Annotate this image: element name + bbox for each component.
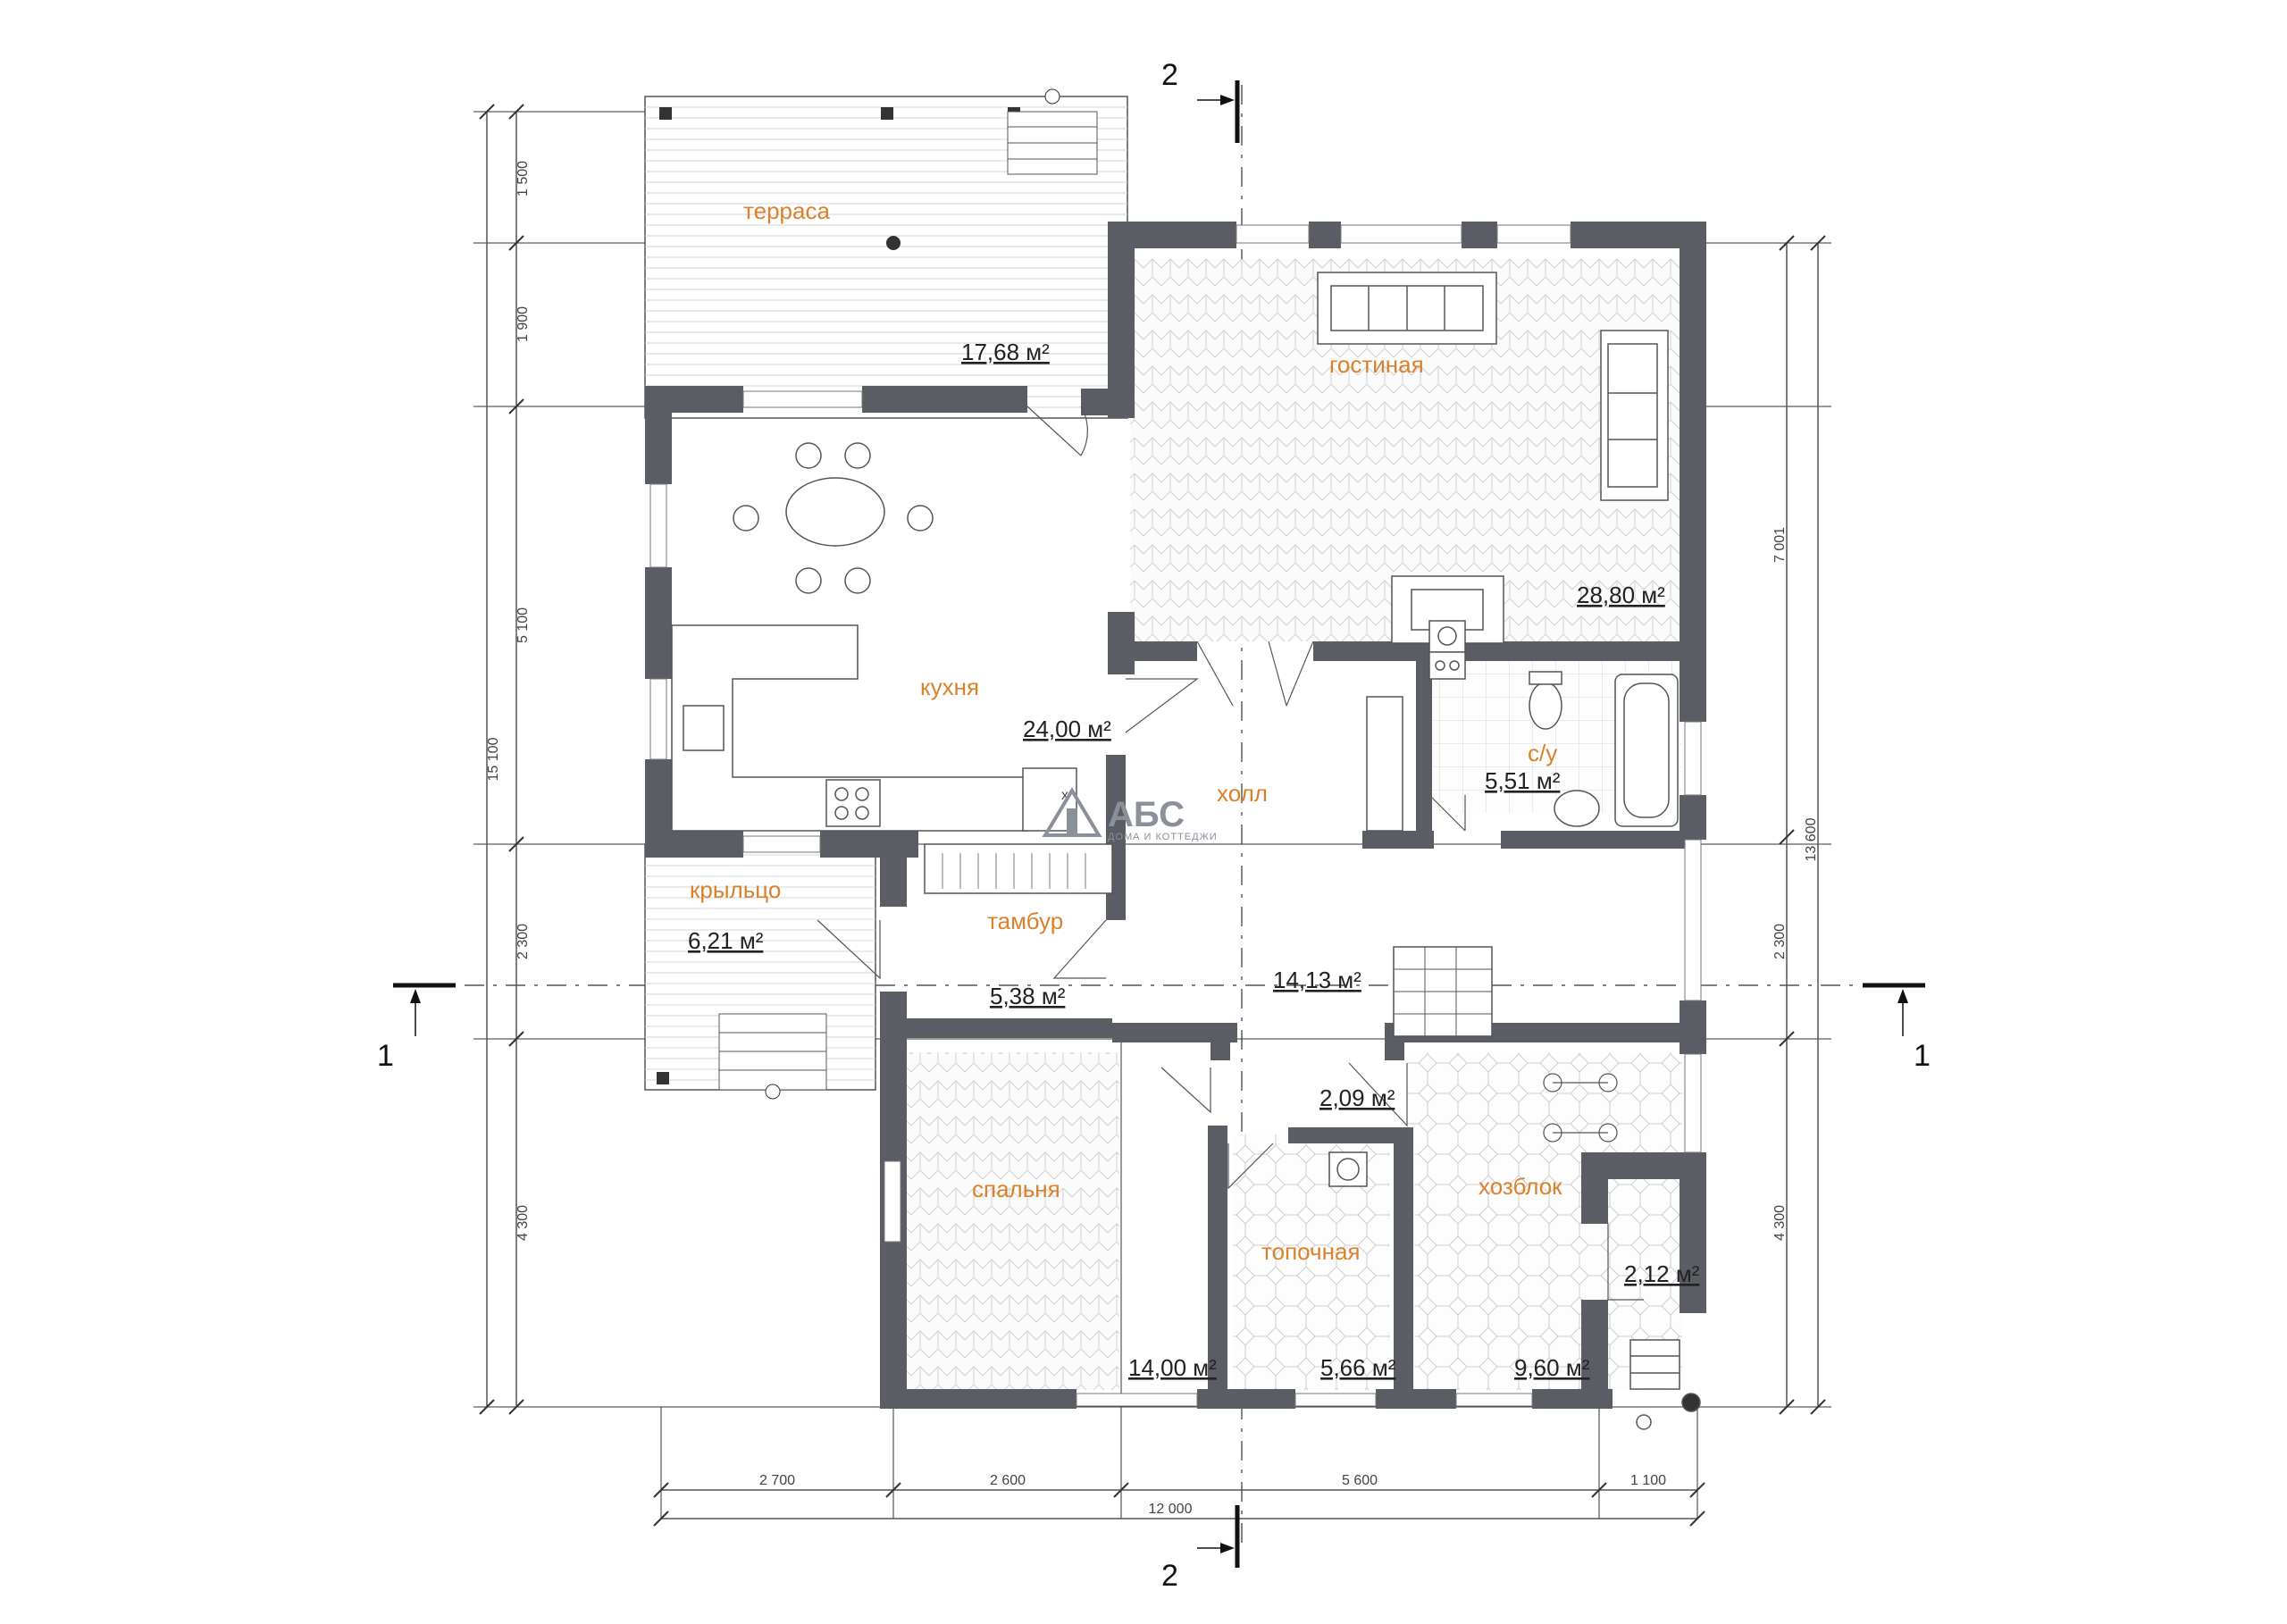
kitchen-x-marker: x (1061, 788, 1068, 803)
dim-left-3: 5 100 (515, 607, 531, 643)
company-logo: АБС ДОМА И КОТТЕДЖИ (1042, 787, 1218, 842)
kitchen-counter (671, 624, 1028, 832)
dim-right-3: 4 300 (1772, 1205, 1788, 1241)
dim-bottom-3: 5 600 (1342, 1473, 1378, 1488)
hall-name: холл (1217, 780, 1268, 807)
utility-area: 9,60 м² (1514, 1354, 1590, 1381)
dim-left-total: 15 100 (486, 737, 501, 781)
utility-name: хозблок (1479, 1173, 1562, 1200)
bathtub (1614, 674, 1679, 827)
bathroom-name: с/у (1528, 740, 1557, 766)
dim-bottom-total: 12 000 (1149, 1502, 1193, 1517)
living-name: гостиная (1329, 351, 1424, 378)
bedroom-name: спальня (972, 1176, 1060, 1202)
dim-right-1: 7 001 (1772, 527, 1788, 563)
vestibule-name: тамбур (987, 908, 1063, 934)
bathroom-area: 5,51 м² (1485, 767, 1561, 794)
dim-left-2: 1 900 (515, 306, 531, 342)
dim-left-4: 2 300 (515, 924, 531, 959)
room-labels: гостиная 28,80 м² кухня 24,00 м² с/у 5,5… (920, 351, 1700, 1381)
kitchen-name: кухня (920, 674, 979, 700)
walls (645, 222, 1706, 1409)
section-marker-2-bottom: 2 (1161, 1505, 1240, 1593)
dim-right-total: 13 600 (1804, 817, 1819, 861)
dim-left-5: 4 300 (515, 1205, 531, 1241)
kitchen-area: 24,00 м² (1023, 716, 1111, 742)
section-2-bottom-label: 2 (1161, 1559, 1178, 1593)
porch-name: крыльцо (690, 876, 781, 903)
bicycles (1543, 1073, 1618, 1143)
boiler-area: 5,66 м² (1320, 1354, 1396, 1381)
dim-bottom-1: 2 700 (759, 1473, 795, 1488)
section-marker-1-right: 1 (1863, 983, 1931, 1073)
living-area: 28,80 м² (1577, 582, 1665, 608)
porch-area: 6,21 м² (688, 927, 764, 954)
logo-subtitle: ДОМА И КОТТЕДЖИ (1108, 832, 1218, 842)
dim-left-1: 1 500 (515, 161, 531, 197)
bedroom-area: 14,00 м² (1128, 1354, 1217, 1381)
section-marker-1-left: 1 (377, 983, 456, 1073)
furniture (671, 272, 1701, 1430)
section-marker-2-top: 2 (1161, 58, 1240, 143)
windows (649, 224, 1702, 1407)
boiler-name: топочная (1261, 1238, 1361, 1265)
right-dimension-chain: 7 001 2 300 4 300 13 600 (1772, 235, 1826, 1415)
dim-bottom-4: 1 100 (1630, 1473, 1666, 1488)
left-dimension-chain: 1 500 1 900 5 100 2 300 4 300 15 100 (479, 104, 531, 1415)
terrace-area: 17,68 м² (961, 339, 1050, 365)
toilet (1529, 682, 1562, 730)
closet-area: 2,09 м² (1319, 1084, 1395, 1111)
sink (1554, 790, 1600, 827)
hall-area: 14,13 м² (1273, 967, 1361, 993)
section-cut-lines (465, 85, 1858, 1545)
fireplace (1391, 575, 1504, 644)
porch: крыльцо 6,21 м² (644, 843, 876, 1100)
logo-title: АБС (1108, 795, 1185, 834)
doors (817, 406, 1644, 1301)
dim-right-2: 2 300 (1772, 924, 1788, 959)
wardrobe (924, 843, 1113, 894)
section-1-right-label: 1 (1914, 1039, 1931, 1073)
section-1-left-label: 1 (377, 1039, 394, 1073)
dining-table (785, 477, 885, 547)
terrace: терраса 17,68 м² (644, 88, 1128, 419)
terrace-name: терраса (743, 197, 830, 224)
bottom-dimension-chain: 2 700 2 600 5 600 1 100 12 000 (653, 1473, 1705, 1527)
back-entry-area: 2,12 м² (1624, 1260, 1700, 1287)
vestibule-area: 5,38 м² (990, 983, 1066, 1009)
section-2-top-label: 2 (1161, 58, 1178, 92)
dim-bottom-2: 2 600 (990, 1473, 1026, 1488)
